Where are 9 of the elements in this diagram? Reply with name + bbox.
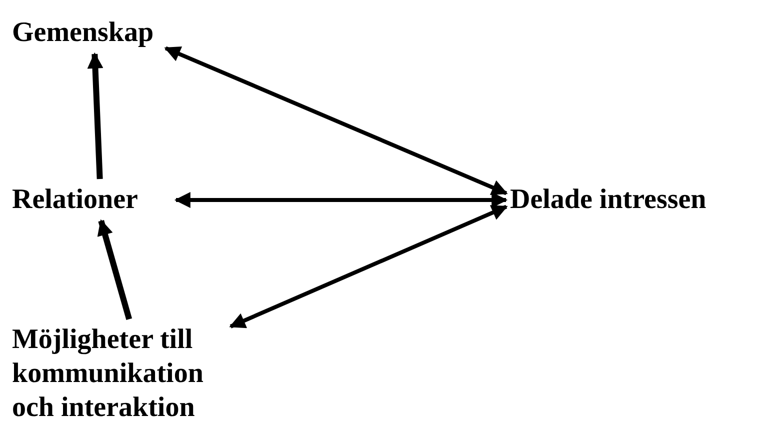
arrow: [97, 219, 132, 320]
arrow: [174, 192, 508, 208]
arrow: [229, 204, 508, 328]
node-label: Relationer: [12, 183, 172, 217]
node-label: Delade intressen: [510, 183, 760, 217]
arrow: [164, 46, 508, 196]
node-label: Möjligheter till kommunikation och interaktion: [12, 323, 227, 425]
arrow: [87, 52, 104, 180]
node-label: Gemenskap: [12, 16, 162, 50]
